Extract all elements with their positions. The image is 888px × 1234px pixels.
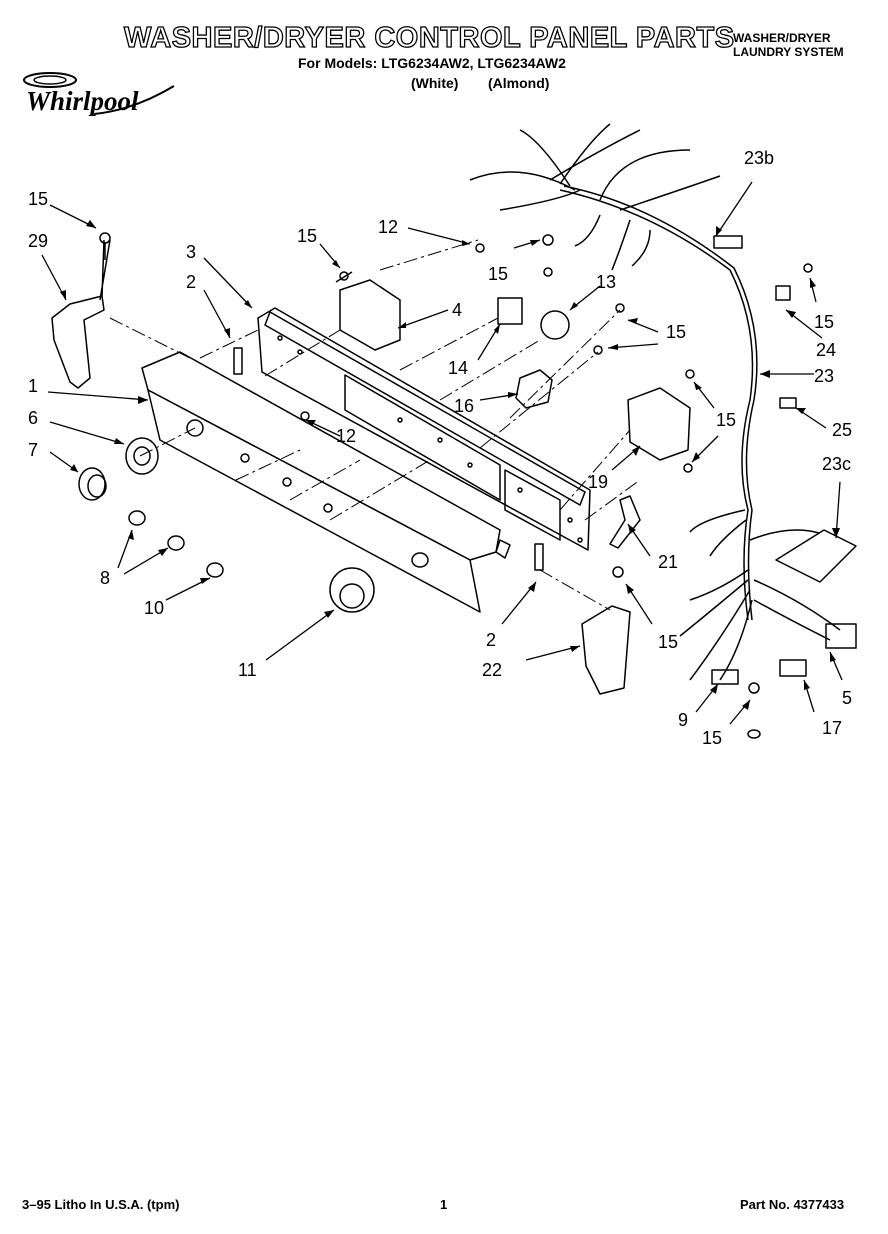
control-bracket — [257, 307, 591, 551]
callout-12: 12 — [378, 217, 398, 237]
models-line: For Models: LTG6234AW2, LTG6234AW2 — [298, 55, 566, 71]
callout-12: 12 — [336, 426, 356, 446]
callout-23: 23 — [814, 366, 834, 386]
callout-25: 25 — [832, 420, 852, 440]
callout-23c: 23c — [822, 454, 851, 474]
callout-24: 24 — [816, 340, 836, 360]
callout-29: 29 — [28, 231, 48, 251]
callout-15: 15 — [814, 312, 834, 332]
system-line-2: LAUNDRY SYSTEM — [733, 45, 844, 59]
callout-16: 16 — [454, 396, 474, 416]
console-panel — [141, 351, 511, 613]
callout-11: 11 — [238, 660, 257, 680]
callout-15: 15 — [297, 226, 317, 246]
color-white-label: (White) — [411, 75, 459, 91]
callout-15: 15 — [28, 189, 48, 209]
callout-21: 21 — [658, 552, 678, 572]
callout-4: 4 — [452, 300, 462, 320]
part-number: Part No. 4377433 — [740, 1197, 845, 1212]
callout-8: 8 — [100, 568, 110, 588]
callout-22: 22 — [482, 660, 502, 680]
callout-14: 14 — [448, 358, 468, 378]
litho-footer: 3–95 Litho In U.S.A. (tpm) — [22, 1197, 180, 1212]
callout-15: 15 — [702, 728, 722, 748]
whirlpool-logo-icon — [23, 72, 175, 115]
callout-6: 6 — [28, 408, 38, 428]
callout-15: 15 — [716, 410, 736, 430]
callout-3: 3 — [186, 242, 196, 262]
callout-13: 13 — [596, 272, 616, 292]
page-number: 1 — [440, 1197, 448, 1212]
callout-23b: 23b — [744, 148, 774, 168]
callout-19: 19 — [588, 472, 608, 492]
color-almond-label: (Almond) — [488, 75, 550, 91]
callout-5: 5 — [842, 688, 852, 708]
callout-15: 15 — [488, 264, 508, 284]
brand-logo-text: Whirlpool — [26, 86, 139, 116]
callout-15: 15 — [658, 632, 678, 652]
callout-15: 15 — [666, 322, 686, 342]
page-title: WASHER/DRYER CONTROL PANEL PARTS — [123, 21, 735, 54]
system-line-1: WASHER/DRYER — [733, 31, 831, 45]
callout-9: 9 — [678, 710, 688, 730]
callout-7: 7 — [28, 440, 38, 460]
callout-2: 2 — [186, 272, 196, 292]
callout-1: 1 — [28, 376, 38, 396]
callout-10: 10 — [144, 598, 164, 618]
callout-2: 2 — [486, 630, 496, 650]
callout-17: 17 — [822, 718, 842, 738]
